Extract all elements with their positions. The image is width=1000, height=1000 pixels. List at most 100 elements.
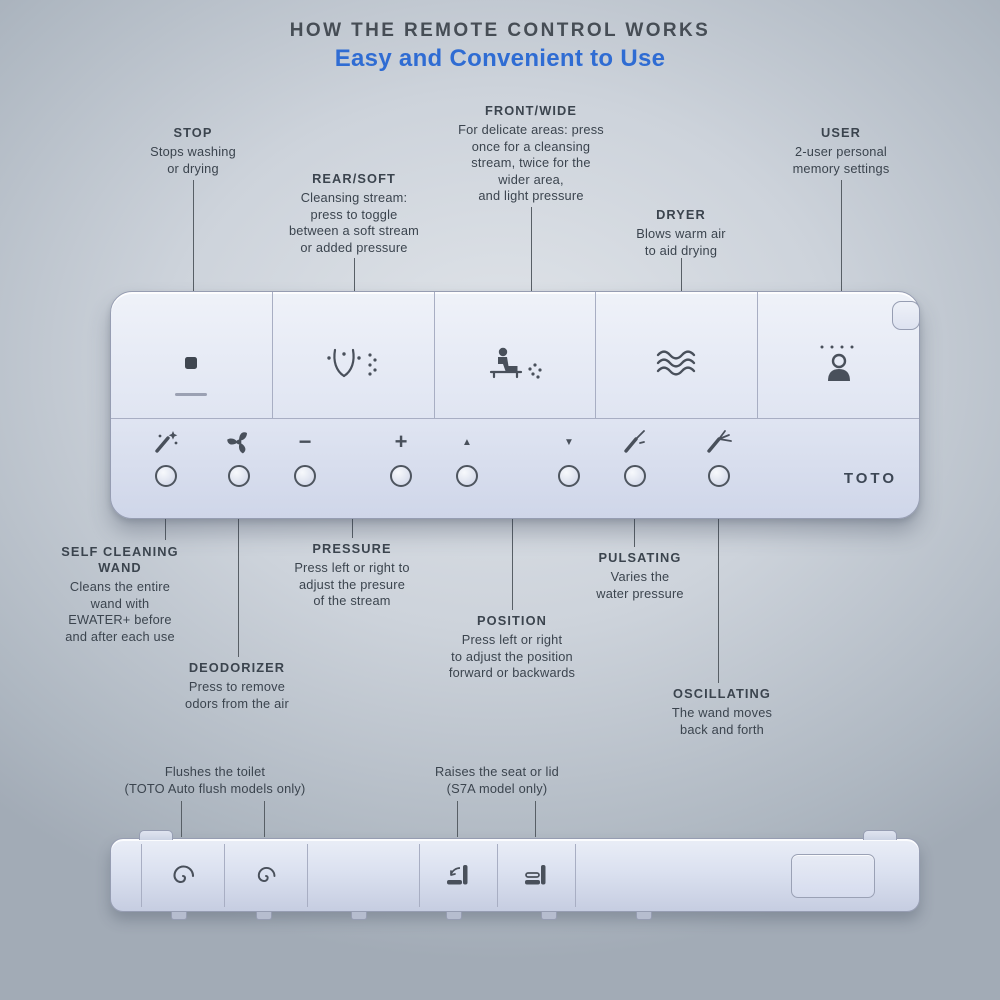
callout-rear-soft: REAR/SOFT Cleansing stream: press to tog… [249,171,459,256]
leader-front-wide [531,207,532,291]
callout-rear-soft-label: REAR/SOFT [312,171,396,186]
flush-spiral-icon [172,864,194,883]
callout-stop: STOP Stops washing or drying [113,125,273,177]
self-clean-button[interactable] [155,465,177,487]
callout-stop-label: STOP [173,125,213,140]
pulsating-wand-icon [620,426,650,458]
remote-top-row [111,292,919,419]
callout-oscillating-desc: The wand moves back and forth [671,704,773,737]
user-button[interactable] [758,292,919,418]
leader-lid-raise [457,801,458,837]
pressure-minus-button[interactable] [294,465,316,487]
callout-user-desc: 2-user personal memory settings [792,143,890,176]
dryer-waves-icon [656,350,695,376]
callout-self-cleaning-wand-desc: Cleans the entire wand with EWATER+ befo… [65,578,175,644]
minus-icon: − [290,426,320,458]
callout-stop-desc: Stops washing or drying [150,143,236,176]
lid-raise-icon [447,864,468,884]
leader-flush-full [181,801,182,837]
remote-clip [892,301,920,330]
arrow-up-glyph: ▲ [462,436,472,448]
callout-seat-desc: Raises the seat or lid (S7A model only) [435,764,559,796]
flush-light-button[interactable] [224,844,307,907]
oscillating-wand-icon [704,426,734,458]
top-bump-right [863,830,897,840]
leader-dryer [681,258,682,291]
mounting-tab [446,912,462,920]
panel-seam [419,844,420,907]
deodorizer-fan-icon [224,426,254,458]
toto-logo: TOTO [843,470,897,487]
callout-self-cleaning-wand: SELF CLEANING WAND Cleans the entire wan… [35,544,205,645]
position-forward-button[interactable] [456,465,478,487]
callout-position-label: POSITION [477,613,547,628]
dryer-button[interactable] [596,292,759,418]
leader-stop [193,180,194,291]
leader-position [512,494,513,610]
panel-seam [497,844,498,907]
stop-icon [185,357,198,369]
oscillating-button[interactable] [708,465,730,487]
lid-raise-button[interactable] [419,844,497,907]
callout-pressure-label: PRESSURE [312,541,392,556]
front-wide-button[interactable] [435,292,597,418]
arrow-down-glyph: ▼ [564,436,574,448]
remote-control: − + ▲ ▼ [110,291,920,519]
position-back-button[interactable] [558,465,580,487]
user-icon [820,345,854,381]
mounting-tab [351,912,367,920]
rear-soft-button[interactable] [273,292,435,418]
callout-pressure-desc: Press left or right to adjust the presur… [294,559,410,609]
leader-rear-soft [354,258,355,291]
callout-dryer: DRYER Blows warm air to aid drying [591,207,771,259]
self-clean-wand-icon [151,426,181,458]
front-wide-icon [489,347,542,379]
callout-flush-desc: Flushes the toilet (TOTO Auto flush mode… [124,764,306,796]
leader-oscillating [718,492,719,683]
panel-seam [224,844,225,907]
pressure-plus-button[interactable] [390,465,412,487]
callout-front-wide-desc: For delicate areas: press once for a cle… [458,121,604,204]
leader-flush-light [264,801,265,837]
plus-glyph: + [394,429,408,454]
callout-front-wide-label: FRONT/WIDE [484,103,578,118]
leader-user [841,180,842,291]
remote-side-view [110,830,920,920]
callout-pulsating-label: PULSATING [598,550,682,565]
arrow-down-icon: ▼ [554,426,584,458]
callout-front-wide: FRONT/WIDE For delicate areas: press onc… [421,103,641,205]
leader-pulsating [634,492,635,547]
callout-dryer-label: DRYER [656,207,706,222]
page-subtitle: Easy and Convenient to Use [334,45,666,72]
seat-raise-button[interactable] [497,844,575,907]
callout-user: USER 2-user personal memory settings [746,125,936,177]
panel-seam [575,844,576,907]
callout-rear-soft-desc: Cleansing stream: press to toggle betwee… [288,189,420,255]
minus-glyph: − [298,429,312,454]
stop-button[interactable] [111,292,273,418]
plus-icon: + [386,426,416,458]
mounting-tab [636,912,652,920]
panel-seam [141,844,142,907]
callout-deodorizer-label: DEODORIZER [188,660,286,675]
flush-spiral-small-icon [257,866,275,882]
callout-pulsating: PULSATING Varies the water pressure [555,550,725,602]
callout-oscillating-label: OSCILLATING [673,686,771,701]
callout-seat: Raises the seat or lid (S7A model only) [387,764,607,797]
arrow-up-icon: ▲ [452,426,482,458]
deodorizer-button[interactable] [228,465,250,487]
top-bump-left [139,830,173,840]
callout-self-cleaning-wand-label: SELF CLEANING WAND [61,544,179,575]
callout-oscillating: OSCILLATING The wand moves back and fort… [632,686,812,738]
callout-deodorizer-desc: Press to remove odors from the air [185,678,289,711]
panel-seam [307,844,308,907]
pulsating-button[interactable] [624,465,646,487]
leader-seat-raise [535,801,536,837]
page-title: HOW THE REMOTE CONTROL WORKS [289,20,711,41]
callout-deodorizer: DEODORIZER Press to remove odors from th… [142,660,332,712]
stop-underline [175,393,208,396]
flush-full-button[interactable] [141,844,224,907]
callout-flush: Flushes the toilet (TOTO Auto flush mode… [95,764,335,797]
rear-soft-spray-icon [327,348,377,378]
